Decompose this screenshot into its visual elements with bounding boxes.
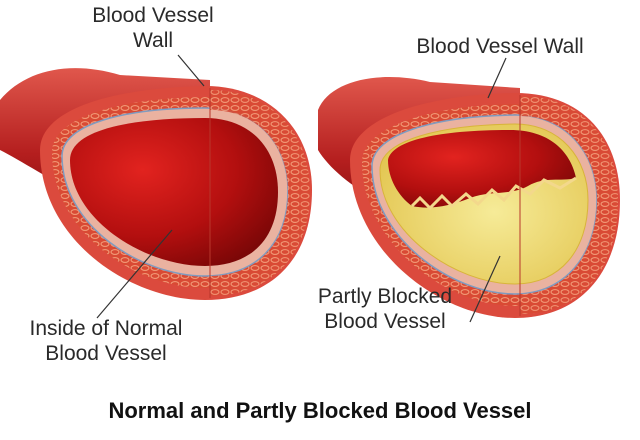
leader-blocked-wall — [487, 57, 507, 99]
normal-vessel-lumen — [70, 118, 278, 266]
label-normal-vessel-wall: Blood Vessel Wall — [92, 4, 214, 52]
leader-lines — [96, 54, 507, 323]
label-inside-normal-vessel: Inside of Normal Blood Vessel — [29, 317, 183, 365]
label-partly-blocked-vessel: Partly Blocked Blood Vessel — [317, 285, 453, 333]
blocked-vessel-plaque-edge — [410, 176, 577, 211]
leader-normal-inside — [96, 229, 173, 319]
blocked-vessel-cut-section — [520, 96, 618, 314]
diagram-caption: Normal and Partly Blocked Blood Vessel — [108, 398, 532, 423]
normal-vessel — [0, 68, 312, 300]
label-blocked-vessel-wall: Blood Vessel Wall — [416, 35, 584, 58]
normal-vessel-cut-section — [210, 90, 310, 296]
blocked-vessel-lumen — [388, 130, 576, 208]
blocked-vessel — [318, 77, 620, 318]
leader-normal-wall — [177, 54, 205, 87]
leader-blocked-inside — [469, 255, 501, 323]
